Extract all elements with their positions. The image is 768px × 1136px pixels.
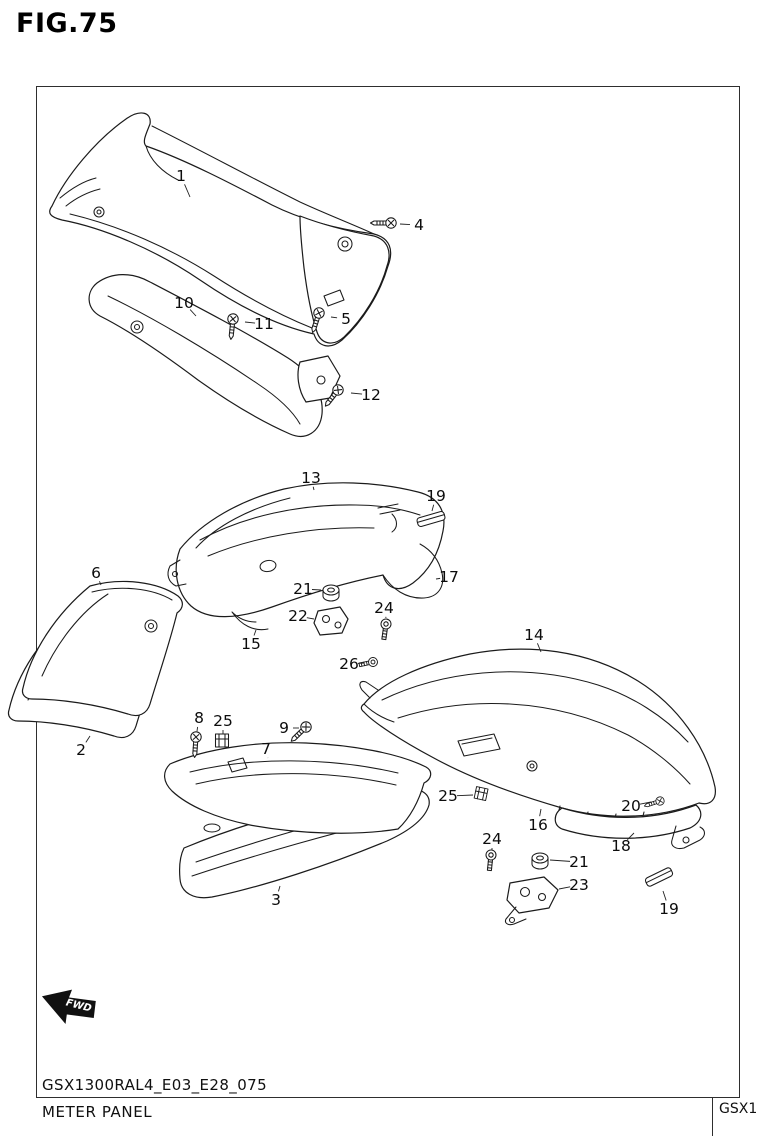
callout-21: 21 <box>569 853 589 871</box>
callout-10: 10 <box>174 294 194 312</box>
callout-2: 2 <box>76 741 86 759</box>
leader-line-21 <box>311 589 322 591</box>
figure-title: FIG.75 <box>16 8 118 39</box>
screw-4-icon <box>369 217 397 229</box>
leader-line-2 <box>85 735 91 743</box>
callout-22: 22 <box>288 607 308 625</box>
bolt-24-lower-icon <box>483 848 498 872</box>
callout-20: 20 <box>621 797 641 815</box>
callout-14: 14 <box>524 626 544 644</box>
page-frame <box>36 86 740 1098</box>
callout-3: 3 <box>271 891 281 909</box>
bracket-22 <box>313 606 349 636</box>
leader-line-25 <box>456 794 474 797</box>
callout-5: 5 <box>341 310 351 328</box>
callout-19: 19 <box>426 487 446 505</box>
callout-18: 18 <box>611 837 631 855</box>
part-17-flange <box>382 543 444 599</box>
part-10-trim <box>88 274 341 437</box>
clip-25-left-icon <box>214 733 230 748</box>
part-15-tab <box>231 611 269 631</box>
part-16-18-flange <box>554 804 702 839</box>
callout-15: 15 <box>241 635 261 653</box>
callout-9: 9 <box>279 719 289 737</box>
leader-line-22 <box>306 617 315 620</box>
callout-16: 16 <box>528 816 548 834</box>
pad-19-lower-icon <box>643 866 675 888</box>
leader-line-11 <box>244 321 256 324</box>
leader-line-20 <box>639 801 652 805</box>
callout-6: 6 <box>91 564 101 582</box>
callout-17: 17 <box>439 568 459 586</box>
leader-line-5 <box>330 316 338 319</box>
figure-caption: METER PANEL <box>42 1103 153 1121</box>
bolt-24-upper-icon <box>378 617 393 641</box>
leader-line-19 <box>662 890 667 901</box>
grommet-21-upper-icon <box>322 584 340 602</box>
clip-25-right-icon <box>473 786 489 801</box>
callout-25: 25 <box>438 787 458 805</box>
leader-line-18 <box>627 832 635 840</box>
part-13-panel <box>167 482 445 631</box>
callout-25: 25 <box>213 712 233 730</box>
leader-line-19 <box>431 504 435 512</box>
part-7-panel <box>164 742 432 834</box>
callout-23: 23 <box>569 876 589 894</box>
leader-line-8 <box>196 726 199 732</box>
callout-19: 19 <box>659 900 679 918</box>
diagram-artwork <box>7 112 716 926</box>
corner-divider <box>712 1097 713 1136</box>
leader-line-10 <box>189 309 197 317</box>
callout-24: 24 <box>482 830 502 848</box>
callout-1: 1 <box>176 167 186 185</box>
leader-line-13 <box>312 486 315 491</box>
grommet-21-lower-icon <box>531 852 549 870</box>
leader-line-16 <box>539 808 542 817</box>
leader-line-12 <box>350 392 363 395</box>
bracket-23 <box>504 876 559 926</box>
leader-line-15 <box>253 629 257 636</box>
fwd-arrow: FWD <box>41 989 96 1024</box>
callout-26: 26 <box>339 655 359 673</box>
callout-12: 12 <box>361 386 381 404</box>
callout-11: 11 <box>254 315 274 333</box>
callout-8: 8 <box>194 709 204 727</box>
document-code: GSX1300RAL4_E03_E28_075 <box>42 1076 268 1094</box>
callout-24: 24 <box>374 599 394 617</box>
callout-7: 7 <box>261 740 271 758</box>
leader-line-6 <box>99 581 102 586</box>
callout-4: 4 <box>414 216 424 234</box>
leader-line-14 <box>537 643 542 653</box>
part-14-panel <box>359 648 716 850</box>
part-6-panel <box>21 580 183 717</box>
callout-21: 21 <box>293 580 313 598</box>
callout-13: 13 <box>301 469 321 487</box>
leader-line-3 <box>278 885 281 892</box>
corner-reference: GSX1 <box>719 1101 758 1117</box>
screw-9-icon <box>287 719 314 746</box>
leader-line-1 <box>184 184 191 198</box>
leader-line-23 <box>558 886 571 890</box>
leader-line-17 <box>435 577 441 580</box>
leader-line-4 <box>399 223 411 225</box>
leader-line-21 <box>549 859 571 862</box>
